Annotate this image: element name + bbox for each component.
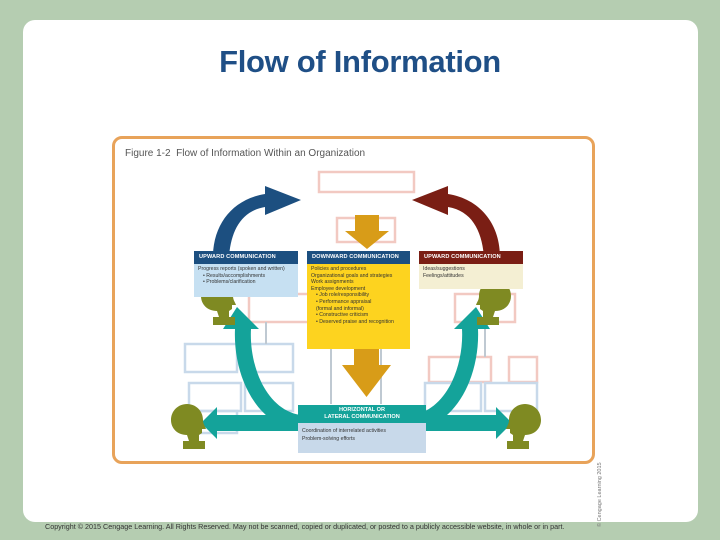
org-box-top (317, 170, 416, 194)
downward-item: (formal and informal) (316, 305, 364, 312)
lateral-communication-box: HORIZONTAL OR LATERAL COMMUNICATION Coor… (298, 405, 426, 453)
downward-items: Policies and procedures Organizational g… (307, 264, 410, 327)
upward-right-item: Ideas/suggestions (423, 266, 465, 272)
downward-item: • Performance appraisal (316, 298, 372, 305)
upward-left-item: • Problems/clarification (203, 279, 256, 286)
downward-item: Organizational goals and strategies (311, 272, 393, 279)
lateral-arrow-right-head (413, 407, 512, 439)
upward-arrow-left (213, 186, 301, 257)
org-box-blue-7 (483, 381, 539, 413)
downward-item: Work assignments (311, 279, 354, 286)
org-box-blue-2 (187, 381, 243, 413)
upward-right-item: Feelings/attitudes (423, 272, 464, 279)
lateral-item: Problem-solving efforts (302, 436, 355, 442)
lateral-header-line2: LATERAL COMMUNICATION (324, 414, 400, 420)
lateral-header-line1: HORIZONTAL OR (338, 407, 386, 413)
org-box-right-far (507, 355, 539, 384)
flow-diagram (171, 170, 541, 449)
downward-arrow-top (345, 215, 389, 249)
downward-communication-box: DOWNWARD COMMUNICATION Policies and proc… (307, 251, 410, 349)
person-icon-bottom-left (171, 404, 206, 449)
downward-item: • Job role/responsibility (316, 292, 370, 299)
downward-item: Policies and procedures (311, 266, 367, 272)
person-icon-right (476, 280, 511, 325)
downward-item: Employee development (311, 285, 366, 292)
org-box-blue-1 (183, 342, 239, 374)
upward-communication-right-box: UPWARD COMMUNICATION Ideas/suggestions F… (419, 251, 523, 289)
figure-frame: Figure 1-2 Flow of Information Within an… (112, 136, 603, 527)
downward-item: • Constructive criticism (316, 312, 369, 319)
lateral-arrow-right (413, 307, 490, 431)
figure-caption: Figure 1-2 Flow of Information Within an… (125, 148, 365, 159)
lateral-header: HORIZONTAL OR LATERAL COMMUNICATION (298, 405, 426, 423)
lateral-arrow-left-head (201, 407, 300, 439)
person-icon-bottom-right (506, 404, 541, 449)
figure-credit: © Cengage Learning 2015 (597, 462, 603, 527)
downward-item: • Deserved praise and recognition (316, 318, 394, 325)
org-box-left (247, 292, 311, 324)
slide-title: Flow of Information (219, 44, 501, 79)
lateral-arrow-left (223, 307, 300, 431)
lateral-items: Coordination of interrelated activities … (298, 423, 426, 445)
downward-arrow-bottom (342, 349, 391, 397)
upward-left-header: UPWARD COMMUNICATION (194, 251, 298, 264)
upward-arrow-right (412, 186, 500, 257)
upward-left-item: • Results/accomplishments (203, 272, 266, 279)
figure-caption-text: Flow of Information Within an Organizati… (176, 148, 366, 159)
downward-header: DOWNWARD COMMUNICATION (307, 251, 410, 264)
upward-communication-left-box: UPWARD COMMUNICATION Progress reports (s… (194, 251, 298, 297)
copyright-notice: Copyright © 2015 Cengage Learning. All R… (45, 522, 565, 531)
upward-right-header: UPWARD COMMUNICATION (419, 251, 523, 264)
upward-left-item: Progress reports (spoken and written) (198, 266, 285, 272)
upward-left-items: Progress reports (spoken and written) • … (194, 264, 298, 288)
figure-number: Figure 1-2 (125, 148, 171, 159)
upward-right-items: Ideas/suggestions Feelings/attitudes (419, 264, 523, 281)
lateral-item: Coordination of interrelated activities (302, 428, 386, 434)
